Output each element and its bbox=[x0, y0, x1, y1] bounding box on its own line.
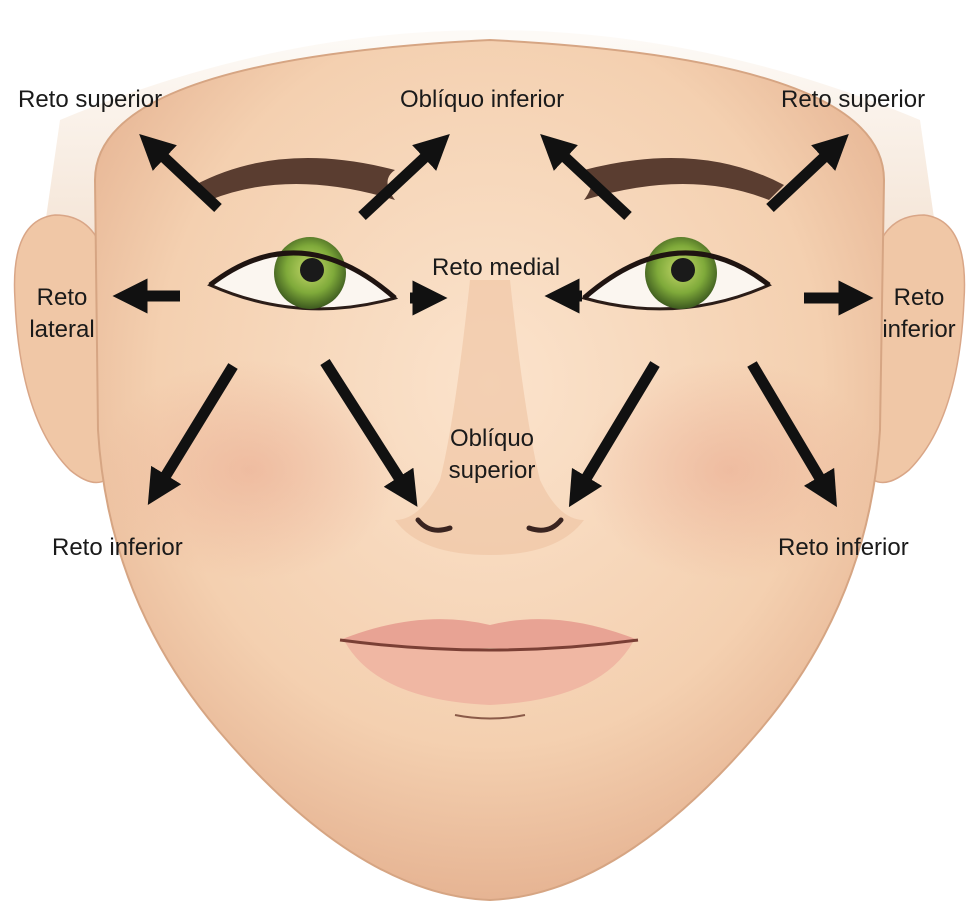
label-reto-superior-left: Reto superior bbox=[18, 84, 162, 116]
label-reto-inferior-right-top-line1: Reto bbox=[871, 282, 967, 314]
label-reto-medial: Reto medial bbox=[432, 252, 560, 284]
label-obliquo-superior-line2: superior bbox=[432, 455, 552, 487]
left-pupil bbox=[300, 258, 324, 282]
label-reto-superior-right: Reto superior bbox=[781, 84, 925, 116]
label-reto-inferior-right-top-line2: inferior bbox=[871, 314, 967, 346]
label-obliquo-inferior: Oblíquo inferior bbox=[400, 84, 564, 116]
label-reto-inferior-right: Reto inferior bbox=[778, 532, 909, 564]
label-reto-inferior-left: Reto inferior bbox=[52, 532, 183, 564]
label-reto-lateral: Reto lateral bbox=[22, 282, 102, 346]
label-obliquo-superior: Oblíquo superior bbox=[432, 423, 552, 487]
label-reto-inferior-right-top: Reto inferior bbox=[871, 282, 967, 346]
label-obliquo-superior-line1: Oblíquo bbox=[432, 423, 552, 455]
right-pupil bbox=[671, 258, 695, 282]
label-reto-lateral-line1: Reto bbox=[22, 282, 102, 314]
label-reto-lateral-line2: lateral bbox=[22, 314, 102, 346]
